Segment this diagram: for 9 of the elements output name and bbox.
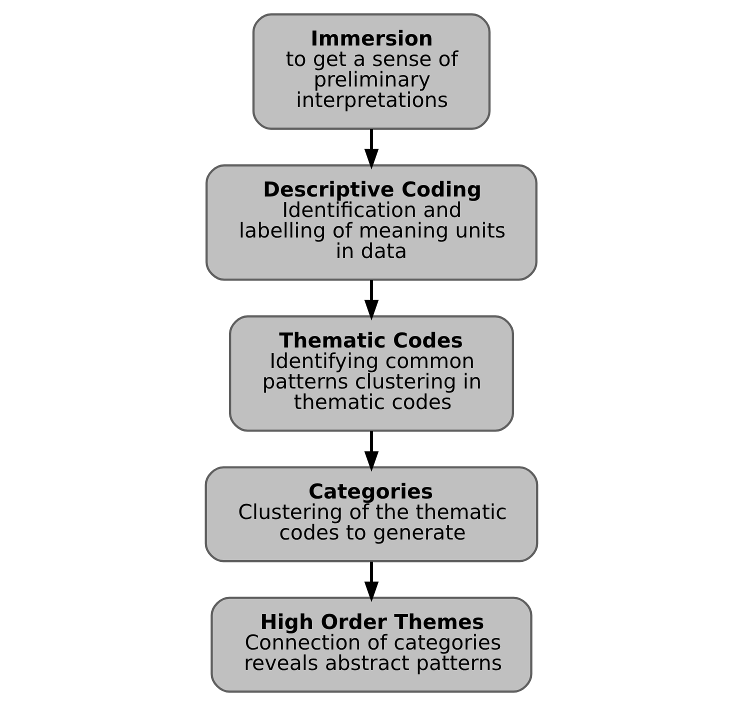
node-box: Immersion to get a sense of preliminary interpretations	[252, 13, 490, 130]
arrow	[364, 562, 378, 602]
node-box: Categories Clustering of the thematic codes to generate	[204, 466, 538, 562]
node-box: Thematic Codes Identifying common patterns clustering in thematic codes	[228, 315, 514, 432]
node-box: Descriptive Coding Identification and labelling of meaning units in data	[205, 164, 537, 281]
node-box: High Order Themes Connection of categories reveals abstract patterns	[210, 596, 532, 693]
arrow	[364, 129, 378, 170]
arrow	[364, 431, 378, 472]
arrow	[364, 280, 378, 320]
